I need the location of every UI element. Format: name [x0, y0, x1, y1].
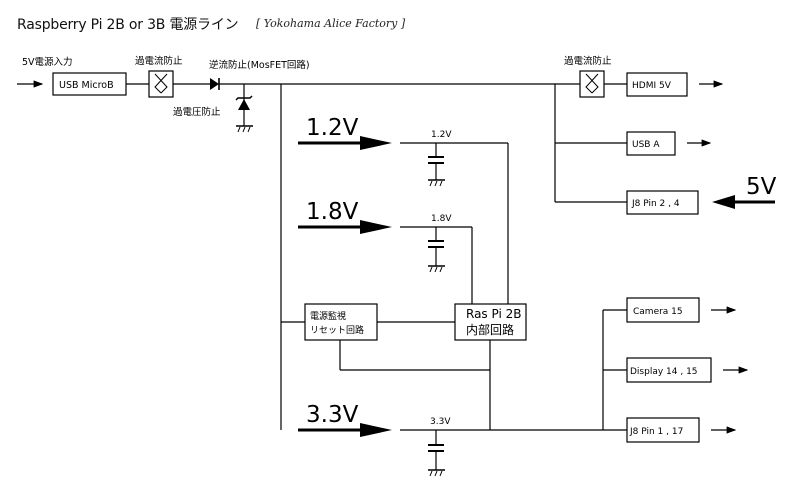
hdmi-5v-box: HDMI 5V: [626, 72, 688, 97]
capacitor-icon: [428, 143, 444, 180]
zener-diode-icon: [235, 95, 253, 110]
ground-icon: [428, 469, 445, 477]
capacitor-icon: [428, 430, 444, 470]
camera-label: Camera 15: [633, 307, 683, 317]
v18-big-label: 1.8V: [306, 199, 359, 225]
input-label: 5V電源入力: [22, 56, 73, 68]
v12-small-label: 1.2V: [431, 130, 452, 140]
arrow-right-icon: [298, 220, 392, 234]
usb-microb-label: USB MicroB: [59, 80, 114, 91]
j8-pin-2-4-box: J8 Pin 2 , 4: [626, 190, 699, 215]
usb-a-box: USB A: [626, 131, 676, 156]
j8-33v-label: J8 Pin 1 , 17: [629, 427, 683, 437]
display-box: Display 14 , 15: [626, 357, 712, 383]
usb-a-label: USB A: [632, 140, 660, 150]
v12-big-label: 1.2V: [306, 115, 359, 141]
diagram-subtitle: [ Yokohama Alice Factory ]: [256, 17, 406, 30]
arrow-right-icon: [298, 136, 392, 150]
usb-microb-box: USB MicroB: [52, 72, 127, 96]
diode-icon: [210, 78, 220, 90]
v18-small-label: 1.8V: [431, 214, 452, 224]
ground-icon: [428, 265, 445, 273]
j8-5v-label: J8 Pin 2 , 4: [631, 199, 680, 209]
capacitor-icon: [428, 227, 444, 266]
raspi-internal-circuit-box: Ras Pi 2B 内部回路: [454, 303, 527, 341]
monitor-line1: 電源監視: [310, 310, 346, 322]
arrow-left-icon: [712, 195, 775, 209]
ground-icon: [236, 125, 253, 133]
core-line2: 内部回路: [466, 322, 514, 337]
camera-box: Camera 15: [626, 297, 700, 323]
arrow-right-icon: [298, 423, 392, 437]
display-label: Display 14 , 15: [630, 367, 698, 377]
monitor-line2: リセット回路: [310, 324, 364, 336]
overvoltage-label: 過電圧防止: [173, 106, 221, 118]
v33-small-label: 3.3V: [430, 417, 451, 427]
v33-big-label: 3.3V: [306, 402, 359, 428]
reverse-protection-label: 逆流防止(MosFET回路): [209, 59, 310, 71]
j8-pin-1-17-box: J8 Pin 1 , 17: [626, 417, 700, 443]
fuse-icon: [579, 70, 605, 98]
ground-icon: [428, 179, 445, 187]
j8-5v-input-label: 5V: [746, 174, 777, 200]
diagram-title: Raspberry Pi 2B or 3B 電源ライン: [17, 17, 239, 33]
core-line1: Ras Pi 2B: [466, 307, 521, 321]
hdmi-label: HDMI 5V: [632, 81, 672, 91]
power-monitor-reset-box: 電源監視 リセット回路: [304, 303, 378, 341]
input-overcurrent-label: 過電流防止: [135, 55, 183, 67]
output-overcurrent-label: 過電流防止: [564, 55, 612, 67]
fuse-icon: [148, 70, 174, 98]
